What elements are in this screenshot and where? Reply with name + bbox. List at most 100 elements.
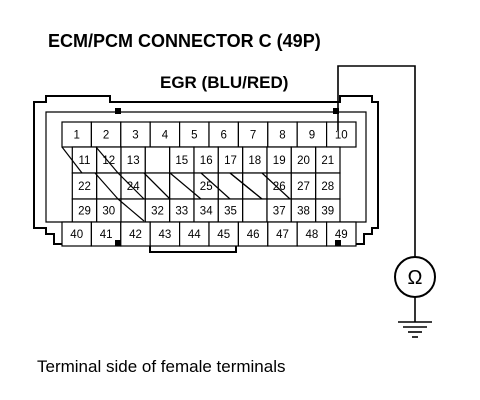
cavity-outline (96, 146, 122, 174)
terminal-4: 4 (149, 121, 181, 148)
terminal-label: 7 (250, 130, 256, 142)
cavity-outline (169, 146, 195, 174)
cavity-outline (267, 221, 298, 247)
terminal-30: 30 (96, 198, 122, 223)
terminal-label: 3 (132, 130, 138, 142)
terminal-20: 20 (290, 146, 317, 174)
lock-tab (333, 108, 339, 114)
terminal-11: 11 (71, 146, 98, 174)
terminal-48: 48 (296, 221, 328, 247)
terminal-label: 47 (276, 229, 289, 241)
terminal-5: 5 (179, 121, 210, 148)
cavity-outline (315, 146, 341, 174)
terminal-label: 34 (200, 206, 213, 218)
terminal-40: 40 (61, 221, 92, 247)
terminal-47: 47 (267, 221, 298, 247)
terminal-16: 16 (193, 146, 219, 174)
terminal-label: 17 (224, 155, 237, 167)
diagram-title: ECM/PCM CONNECTOR C (49P) (48, 31, 321, 51)
plug-mark (117, 172, 145, 200)
terminal-label: 42 (129, 229, 142, 241)
terminal-label: 8 (279, 130, 285, 142)
plug-mark (95, 146, 119, 174)
terminal-label: 18 (248, 155, 261, 167)
terminal-9: 9 (296, 121, 328, 148)
terminal-27: 27 (290, 172, 317, 200)
terminal-label: 11 (79, 155, 91, 167)
terminal-21: 21 (315, 146, 341, 174)
terminal-label: 33 (175, 206, 188, 218)
terminal-32: 32 (144, 198, 171, 223)
terminal-44: 44 (179, 221, 210, 247)
empty-cavity (217, 172, 244, 200)
plug-mark (229, 172, 263, 200)
terminal-label: 26 (273, 181, 286, 193)
empty-cavity (144, 146, 171, 174)
cavity-outline (169, 172, 195, 200)
terminal-label: 32 (151, 206, 164, 218)
terminal-label: 25 (200, 181, 213, 193)
terminal-label: 13 (127, 155, 140, 167)
terminal-label: 5 (191, 130, 197, 142)
terminal-label: 28 (321, 181, 334, 193)
cavity-outline (96, 172, 122, 200)
cavity-outline (267, 121, 298, 148)
terminal-label: 27 (297, 181, 310, 193)
terminal-label: 38 (297, 206, 310, 218)
terminal-6: 6 (208, 121, 239, 148)
cavity-outline (90, 121, 122, 148)
cavity-outline (266, 146, 292, 174)
cavity-outline (237, 221, 269, 247)
terminal-label: 19 (273, 155, 286, 167)
terminal-label: 15 (175, 155, 188, 167)
terminal-7: 7 (237, 121, 269, 148)
plug-mark (200, 172, 231, 200)
terminal-2: 2 (90, 121, 122, 148)
cavity-outline (326, 221, 357, 247)
lock-tab (335, 240, 341, 246)
terminal-1: 1 (61, 121, 92, 148)
terminal-24: 24 (120, 172, 146, 200)
terminal-label: 37 (273, 206, 286, 218)
plug-mark (143, 172, 171, 200)
cavity-outline (61, 221, 92, 247)
terminal-29: 29 (71, 198, 98, 223)
cavity-outline (120, 221, 151, 247)
terminal-label: 24 (127, 181, 140, 193)
cavity-outline (61, 121, 92, 148)
terminal-10: 10 (326, 121, 357, 148)
cavity-outline (144, 146, 171, 174)
cavity-outline (242, 198, 268, 223)
cavity-outline (315, 172, 341, 200)
ohm-symbol: Ω (408, 267, 423, 289)
terminal-label: 21 (321, 155, 334, 167)
terminal-label: 48 (306, 229, 319, 241)
cavity-outline (149, 221, 181, 247)
terminal-label: 45 (217, 229, 230, 241)
terminal-label: 39 (321, 206, 334, 218)
terminal-label: 44 (188, 229, 201, 241)
terminal-49: 49 (326, 221, 357, 247)
plug-mark (261, 172, 291, 200)
plugged-cavity-marks (61, 146, 291, 222)
terminal-label: 2 (103, 130, 109, 142)
terminal-45: 45 (208, 221, 239, 247)
terminal-label: 43 (159, 229, 172, 241)
terminal-3: 3 (120, 121, 151, 148)
terminal-8: 8 (267, 121, 298, 148)
terminal-label: 9 (309, 130, 315, 142)
terminal-label: 35 (224, 206, 237, 218)
terminal-43: 43 (149, 221, 181, 247)
cavity-outline (120, 121, 151, 148)
plug-mark (117, 198, 145, 222)
terminal-label: 29 (78, 206, 91, 218)
plug-mark (169, 172, 202, 200)
terminal-label: 6 (220, 130, 226, 142)
terminal-label: 4 (162, 130, 169, 142)
lock-tab (115, 240, 121, 246)
terminal-19: 19 (266, 146, 292, 174)
lock-tab (115, 108, 121, 114)
terminal-13: 13 (120, 146, 146, 174)
